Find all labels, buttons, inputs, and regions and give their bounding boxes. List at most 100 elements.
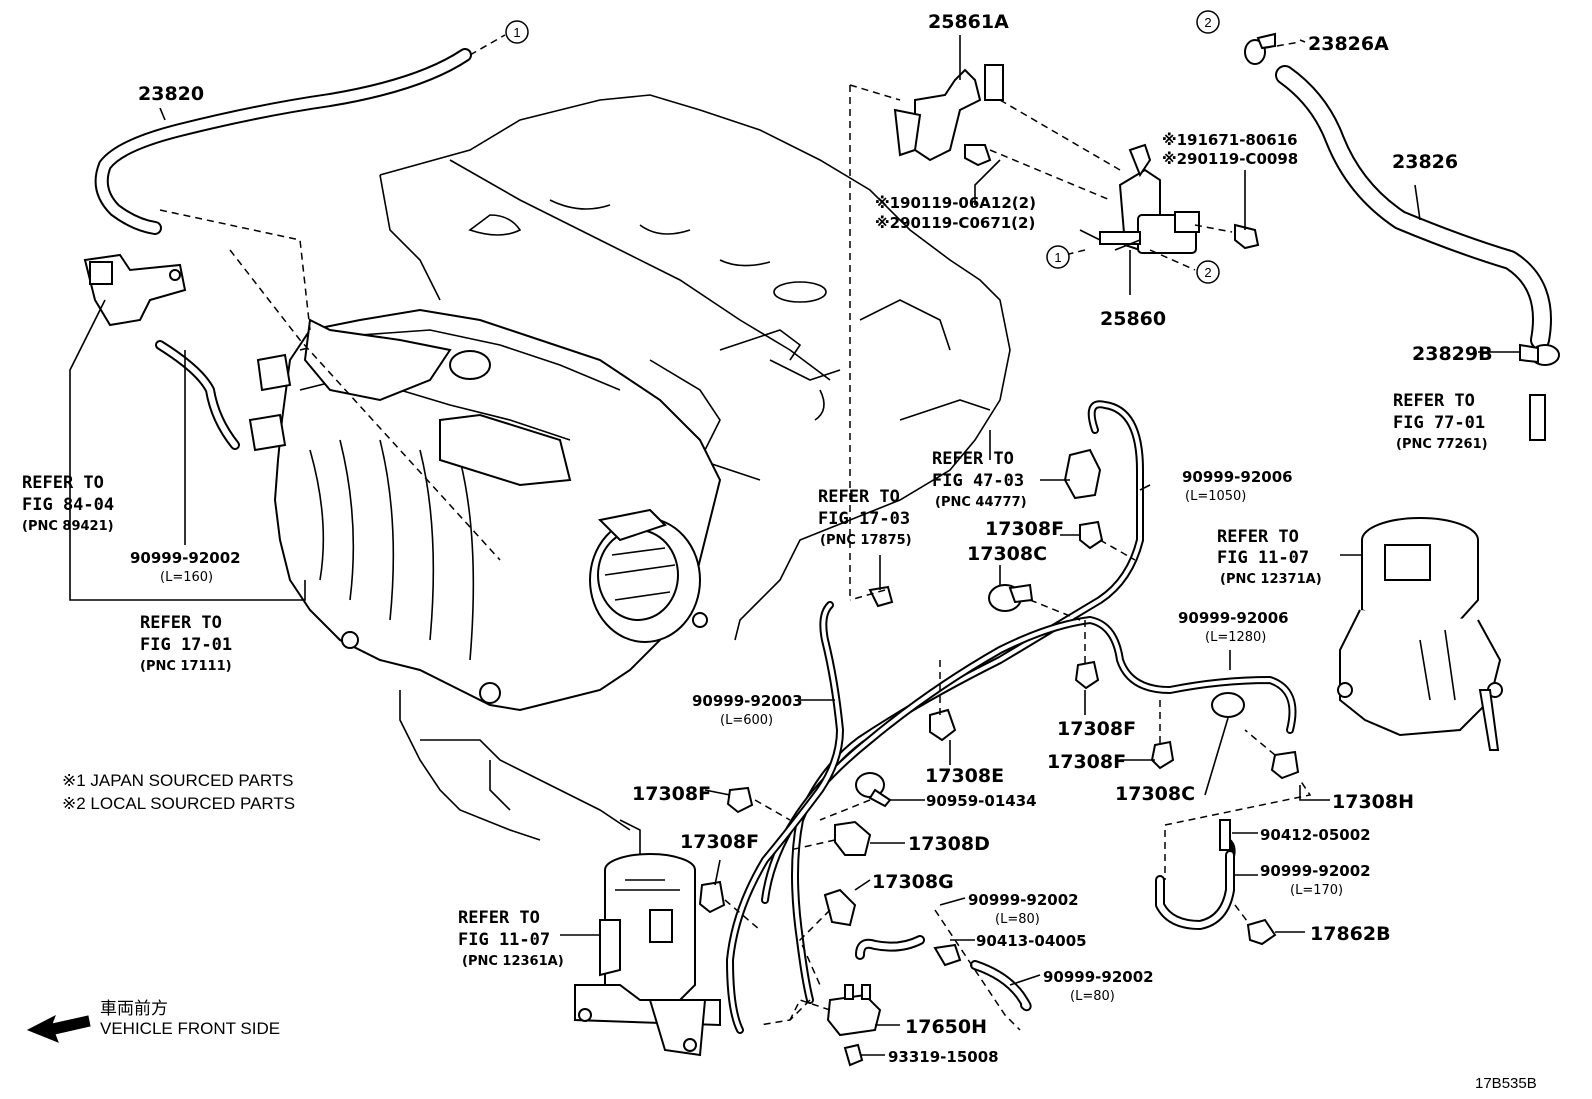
svg-text:FIG 47-03: FIG 47-03	[932, 471, 1024, 491]
code-90119-06A12: ※190119-06A12(2)	[875, 194, 1036, 212]
front-label-jp: 車両前方	[100, 999, 168, 1018]
code-90119-C0098: ※290119-C0098	[1162, 150, 1298, 168]
svg-text:FIG 11-07: FIG 11-07	[458, 930, 550, 950]
code-93319-15008: 93319-15008	[888, 1048, 999, 1066]
ref-fig-84-04: REFER TO FIG 84-04 (PNC 89421)	[22, 473, 114, 534]
hose-23820	[94, 48, 472, 235]
hose-23826	[1275, 65, 1552, 350]
svg-text:REFER TO: REFER TO	[22, 473, 104, 493]
label-25860: 25860	[1100, 308, 1166, 330]
circle-callout-2b: 2	[1196, 260, 1220, 284]
svg-text:2: 2	[1204, 15, 1211, 30]
label-17308G: 17308G	[872, 871, 954, 893]
circle-callout-1a: 1	[505, 20, 529, 44]
label-17308F-3: 17308F	[1047, 751, 1126, 773]
svg-text:REFER TO: REFER TO	[1217, 527, 1299, 547]
label-23820: 23820	[138, 83, 204, 105]
ref-fig-11-07-b: REFER TO FIG 11-07 (PNC 12361A)	[458, 908, 564, 969]
label-17308F-2: 17308F	[1057, 718, 1136, 740]
label-17308F-1: 17308F	[985, 518, 1064, 540]
label-17308C-2: 17308C	[1115, 783, 1195, 805]
svg-text:(PNC 12371A): (PNC 12371A)	[1220, 572, 1322, 587]
code-90999-92002-a-len: (L=160)	[160, 570, 213, 585]
note-japan-sourced: ※1 JAPAN SOURCED PARTS	[62, 771, 294, 790]
code-90999-92006-b-len: (L=1280)	[1205, 630, 1266, 645]
front-label-en: VEHICLE FRONT SIDE	[100, 1019, 280, 1038]
label-17308C-1: 17308C	[967, 543, 1047, 565]
pipe-fig77	[1529, 394, 1546, 441]
svg-text:(PNC 17111): (PNC 17111)	[140, 659, 232, 674]
code-90999-92002-d: 90999-92002	[1043, 968, 1154, 986]
clamp-23829B	[1519, 343, 1560, 366]
solid-leaders	[69, 35, 1520, 1056]
note-local-sourced: ※2 LOCAL SOURCED PARTS	[62, 794, 295, 813]
ref-fig-17-03: REFER TO FIG 17-03 (PNC 17875)	[818, 487, 912, 548]
svg-text:REFER TO: REFER TO	[140, 613, 222, 633]
code-90999-92003-len: (L=600)	[720, 713, 773, 728]
svg-text:1: 1	[513, 25, 520, 40]
label-23829B: 23829B	[1412, 343, 1493, 365]
ref-fig-11-07-a: REFER TO FIG 11-07 (PNC 12371A)	[1217, 527, 1322, 587]
code-90999-92002-c-len: (L=80)	[995, 912, 1040, 927]
code-91671-80616: ※191671-80616	[1162, 131, 1298, 149]
svg-text:(PNC 77261): (PNC 77261)	[1396, 437, 1488, 452]
code-90999-92006-a: 90999-92006	[1182, 468, 1293, 486]
label-17862B: 17862B	[1310, 923, 1391, 945]
engine-block-outline	[379, 94, 1011, 870]
circle-callout-2a: 2	[1196, 10, 1220, 34]
intake-manifold	[248, 308, 722, 712]
clamp-23826A	[1244, 32, 1276, 65]
code-90999-92002-d-len: (L=80)	[1070, 989, 1115, 1004]
vsv-25860	[1099, 143, 1200, 254]
svg-text:REFER TO: REFER TO	[1393, 391, 1475, 411]
svg-text:REFER TO: REFER TO	[458, 908, 540, 928]
ref-fig-17-01: REFER TO FIG 17-01 (PNC 17111)	[140, 613, 232, 674]
clips	[698, 448, 1300, 1067]
label-17308F-4: 17308F	[632, 783, 711, 805]
bolt-90119	[964, 144, 992, 167]
svg-text:(PNC 89421): (PNC 89421)	[22, 519, 114, 534]
label-17308D: 17308D	[908, 833, 990, 855]
vacuum-hoses	[726, 400, 1297, 1034]
bracket-25861A	[893, 64, 1004, 162]
vehicle-front-arrow-icon	[26, 1014, 91, 1043]
code-90999-92006-b: 90999-92006	[1178, 609, 1289, 627]
label-17308F-5: 17308F	[680, 831, 759, 853]
label-23826A: 23826A	[1308, 33, 1389, 55]
svg-text:(PNC 44777): (PNC 44777)	[935, 495, 1027, 510]
label-25861A: 25861A	[928, 11, 1009, 33]
svg-text:FIG 84-04: FIG 84-04	[22, 495, 114, 515]
hose-90999-92002-L160	[155, 340, 240, 450]
dashed-leaders	[159, 34, 1312, 1031]
code-90999-92002-b: 90999-92002	[1260, 862, 1371, 880]
svg-text:1: 1	[1054, 250, 1061, 265]
svg-text:(PNC 12361A): (PNC 12361A)	[462, 954, 564, 969]
code-90999-92002-a: 90999-92002	[130, 549, 241, 567]
code-90959-01434: 90959-01434	[926, 792, 1037, 810]
svg-text:(PNC 17875): (PNC 17875)	[820, 533, 912, 548]
svg-text:FIG 17-01: FIG 17-01	[140, 635, 232, 655]
code-90413-04005: 90413-04005	[976, 932, 1087, 950]
diagram-id: 17B535B	[1475, 1075, 1537, 1092]
ref-fig-77-01: REFER TO FIG 77-01 (PNC 77261)	[1393, 391, 1488, 452]
label-23826: 23826	[1392, 151, 1458, 173]
code-90999-92002-c: 90999-92002	[968, 891, 1079, 909]
code-90119-C0671: ※290119-C0671(2)	[875, 214, 1035, 232]
ref-fig-47-03: REFER TO FIG 47-03 (PNC 44777)	[932, 449, 1027, 510]
svg-text:2: 2	[1204, 265, 1211, 280]
svg-text:REFER TO: REFER TO	[932, 449, 1014, 469]
circle-callout-1b: 1	[1046, 245, 1070, 269]
code-90999-92002-b-len: (L=170)	[1290, 883, 1343, 898]
sensor-bracket	[83, 253, 187, 327]
svg-text:FIG 17-03: FIG 17-03	[818, 509, 910, 529]
code-90999-92006-a-len: (L=1050)	[1185, 489, 1246, 504]
bolt-91671	[1234, 223, 1260, 250]
label-17308E: 17308E	[925, 765, 1004, 787]
canister-right	[1337, 517, 1503, 751]
svg-text:FIG 11-07: FIG 11-07	[1217, 548, 1309, 568]
code-90412-05002: 90412-05002	[1260, 826, 1371, 844]
label-17650H: 17650H	[905, 1016, 987, 1038]
code-90999-92003: 90999-92003	[692, 692, 803, 710]
